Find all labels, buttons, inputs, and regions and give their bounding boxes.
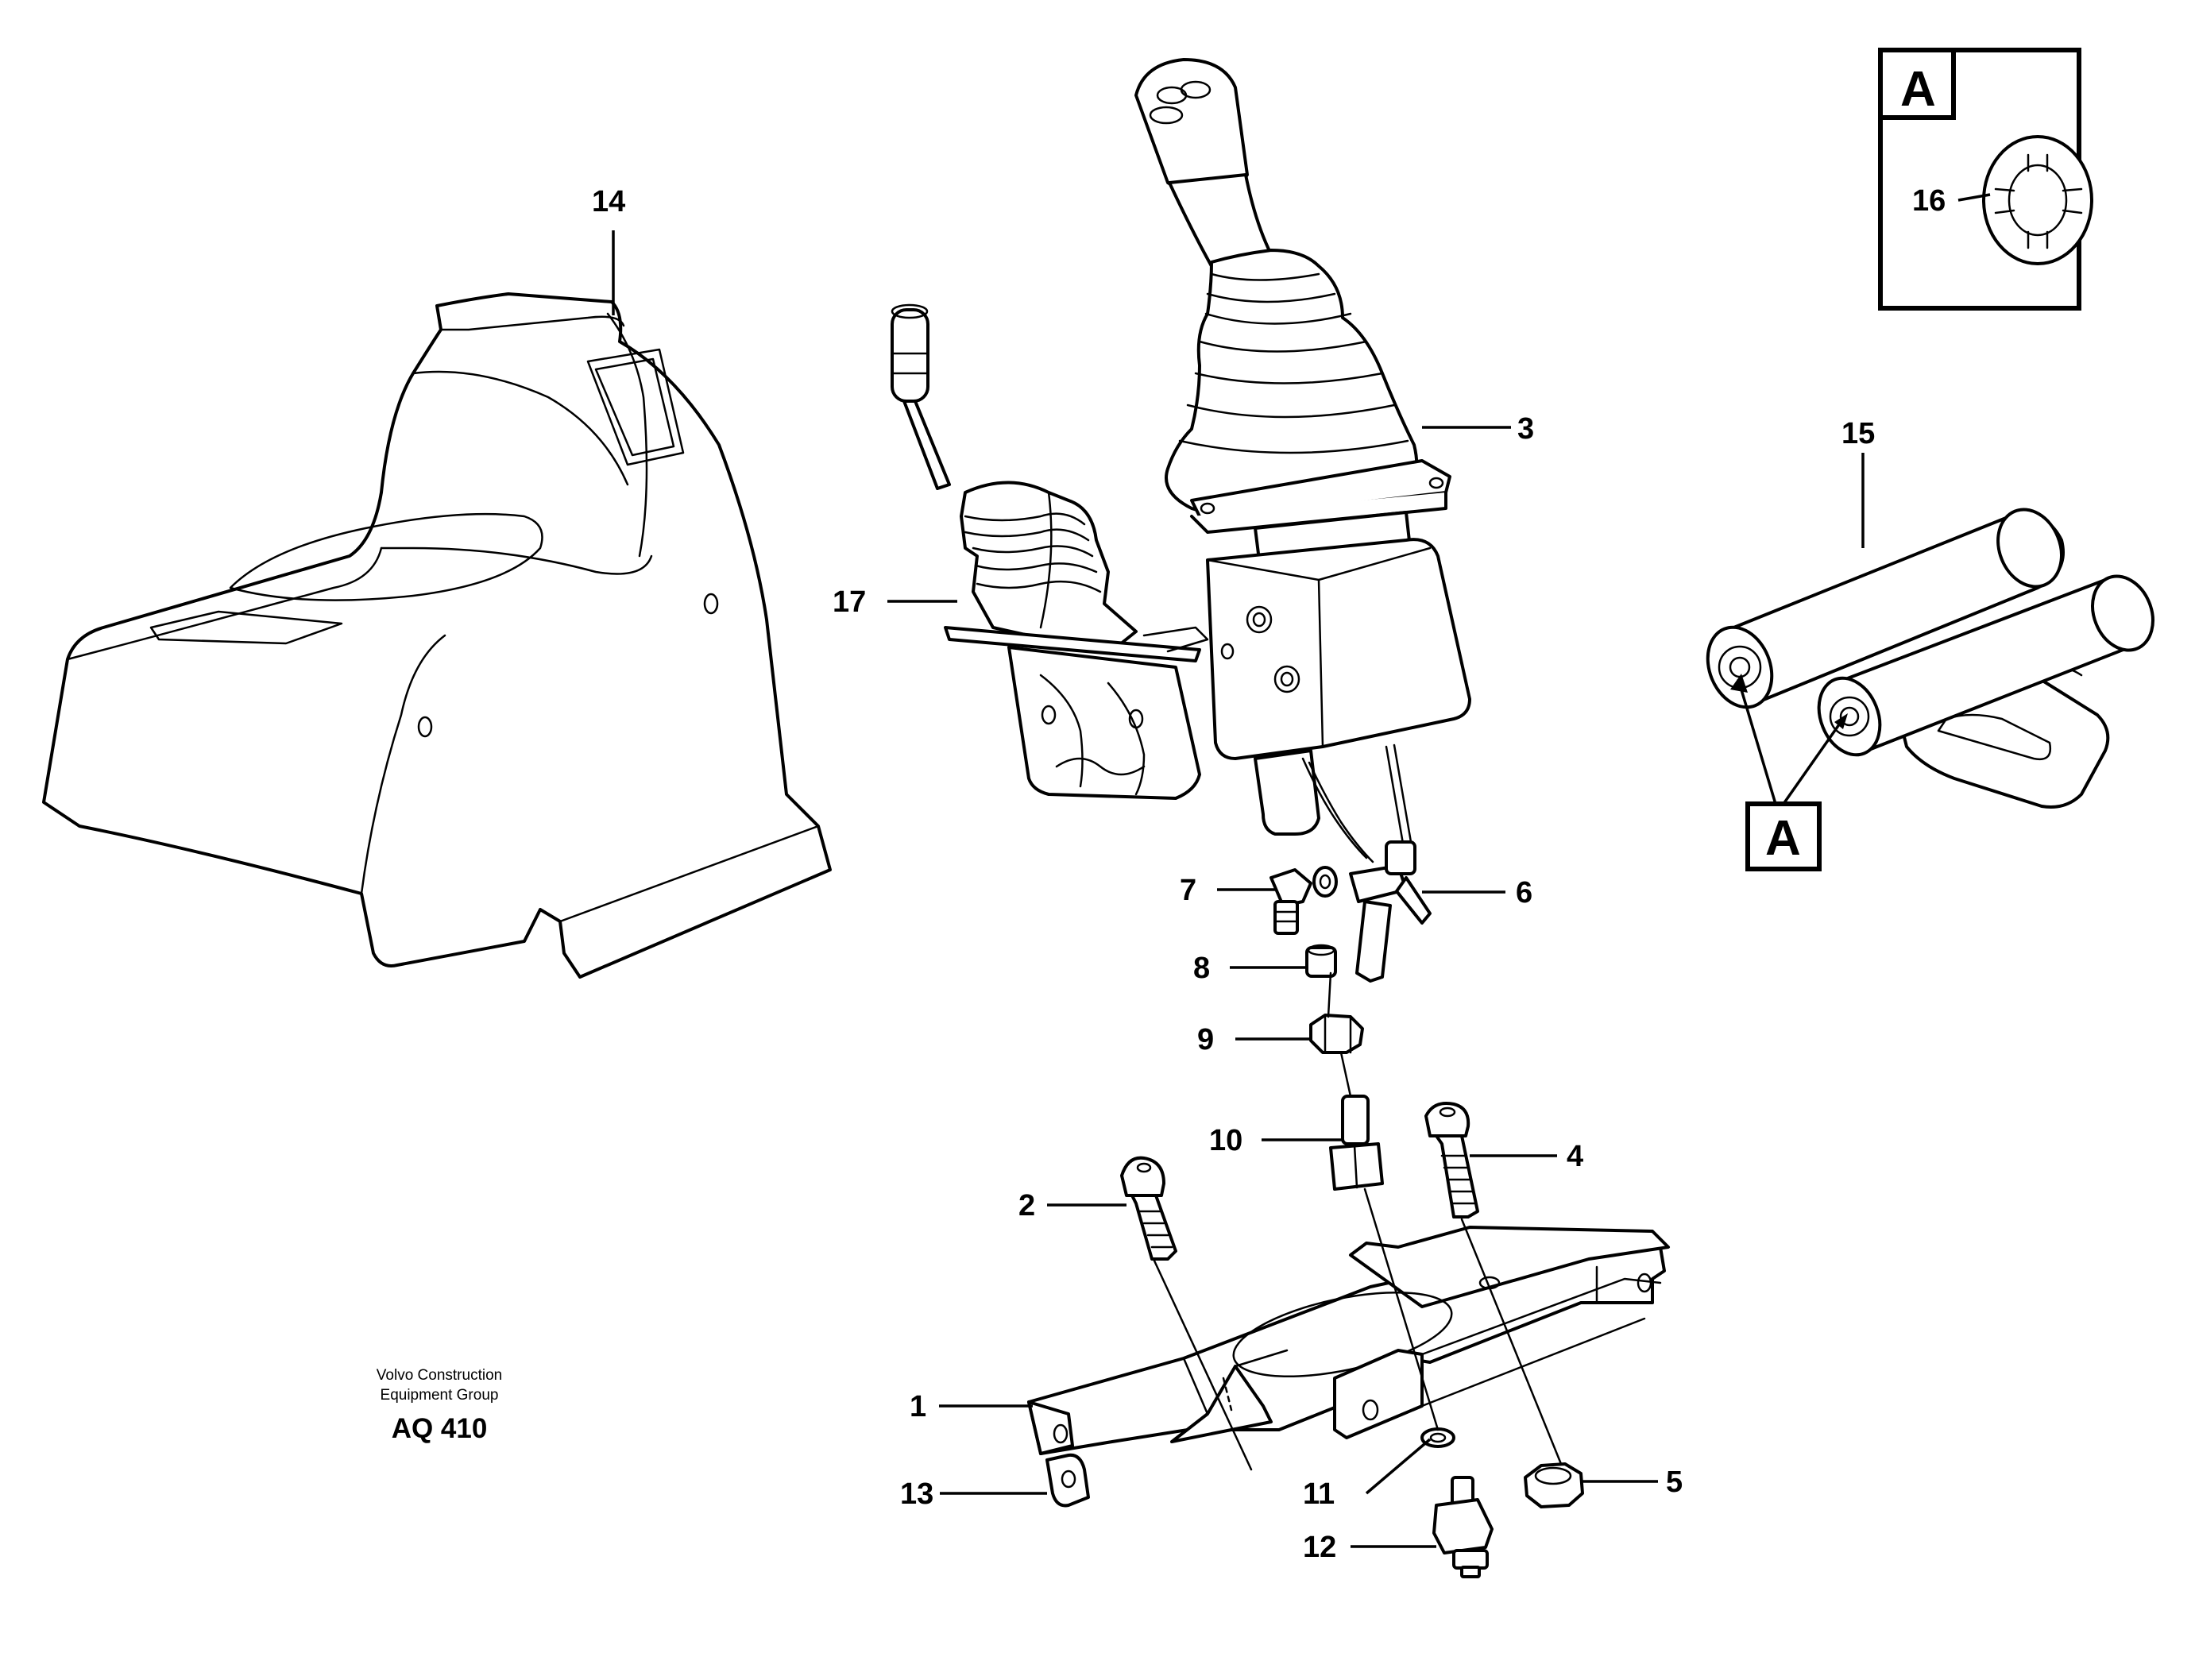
label-17: 17 <box>833 585 866 619</box>
label-7: 7 <box>1180 874 1196 907</box>
bolt-part-4 <box>1424 1102 1479 1218</box>
large-joystick-part-3 <box>1134 58 1471 863</box>
small-joystick-part-17 <box>891 303 1209 800</box>
mounting-bracket-part-1 <box>1027 1226 1670 1455</box>
detail-box-a <box>1878 48 2093 311</box>
sleeve-part-8 <box>1305 944 1337 978</box>
label-6: 6 <box>1516 876 1532 910</box>
rollers-part-15 <box>1706 508 2154 809</box>
switch-part-12 <box>1432 1476 1494 1578</box>
clip-nut-part-13 <box>1045 1453 1090 1508</box>
tee-fitting-part-6 <box>1349 840 1432 983</box>
console-cover-part-14 <box>42 292 832 979</box>
label-13: 13 <box>900 1477 933 1511</box>
connector-part-10 <box>1329 1095 1384 1191</box>
leader-lines <box>612 193 1991 1548</box>
label-1: 1 <box>910 1390 926 1423</box>
label-5: 5 <box>1666 1466 1683 1499</box>
washer-part-11 <box>1420 1427 1455 1448</box>
label-12: 12 <box>1303 1531 1336 1564</box>
footer: Volvo Construction Equipment Group AQ 41… <box>377 1367 502 1444</box>
label-10: 10 <box>1209 1124 1242 1157</box>
label-11: 11 <box>1303 1477 1335 1511</box>
detail-callout-a <box>1730 674 1848 871</box>
label-14: 14 <box>592 185 625 218</box>
detail-callout-letter: A <box>1765 811 1801 866</box>
detail-box-letter: A <box>1900 62 1936 117</box>
part-labels: 14 17 3 15 16 7 6 8 9 10 4 2 1 13 11 5 1… <box>592 62 1946 1564</box>
label-4: 4 <box>1567 1140 1583 1173</box>
label-8: 8 <box>1193 952 1210 985</box>
label-9: 9 <box>1197 1023 1214 1056</box>
company-line-2: Equipment Group <box>381 1387 499 1404</box>
label-2: 2 <box>1018 1189 1035 1222</box>
flange-nut-part-5 <box>1524 1462 1584 1508</box>
company-line-1: Volvo Construction <box>377 1367 502 1384</box>
assembly-lines <box>1152 971 1563 1471</box>
drawing-code: AQ 410 <box>392 1413 488 1444</box>
nut-part-9 <box>1309 1014 1364 1054</box>
label-16: 16 <box>1912 184 1946 218</box>
label-15: 15 <box>1841 417 1875 450</box>
bolt-part-2 <box>1120 1156 1177 1261</box>
elbow-fitting-part-7 <box>1269 866 1338 935</box>
label-3: 3 <box>1517 412 1534 446</box>
lock-washer-part-16 <box>1982 135 2093 265</box>
